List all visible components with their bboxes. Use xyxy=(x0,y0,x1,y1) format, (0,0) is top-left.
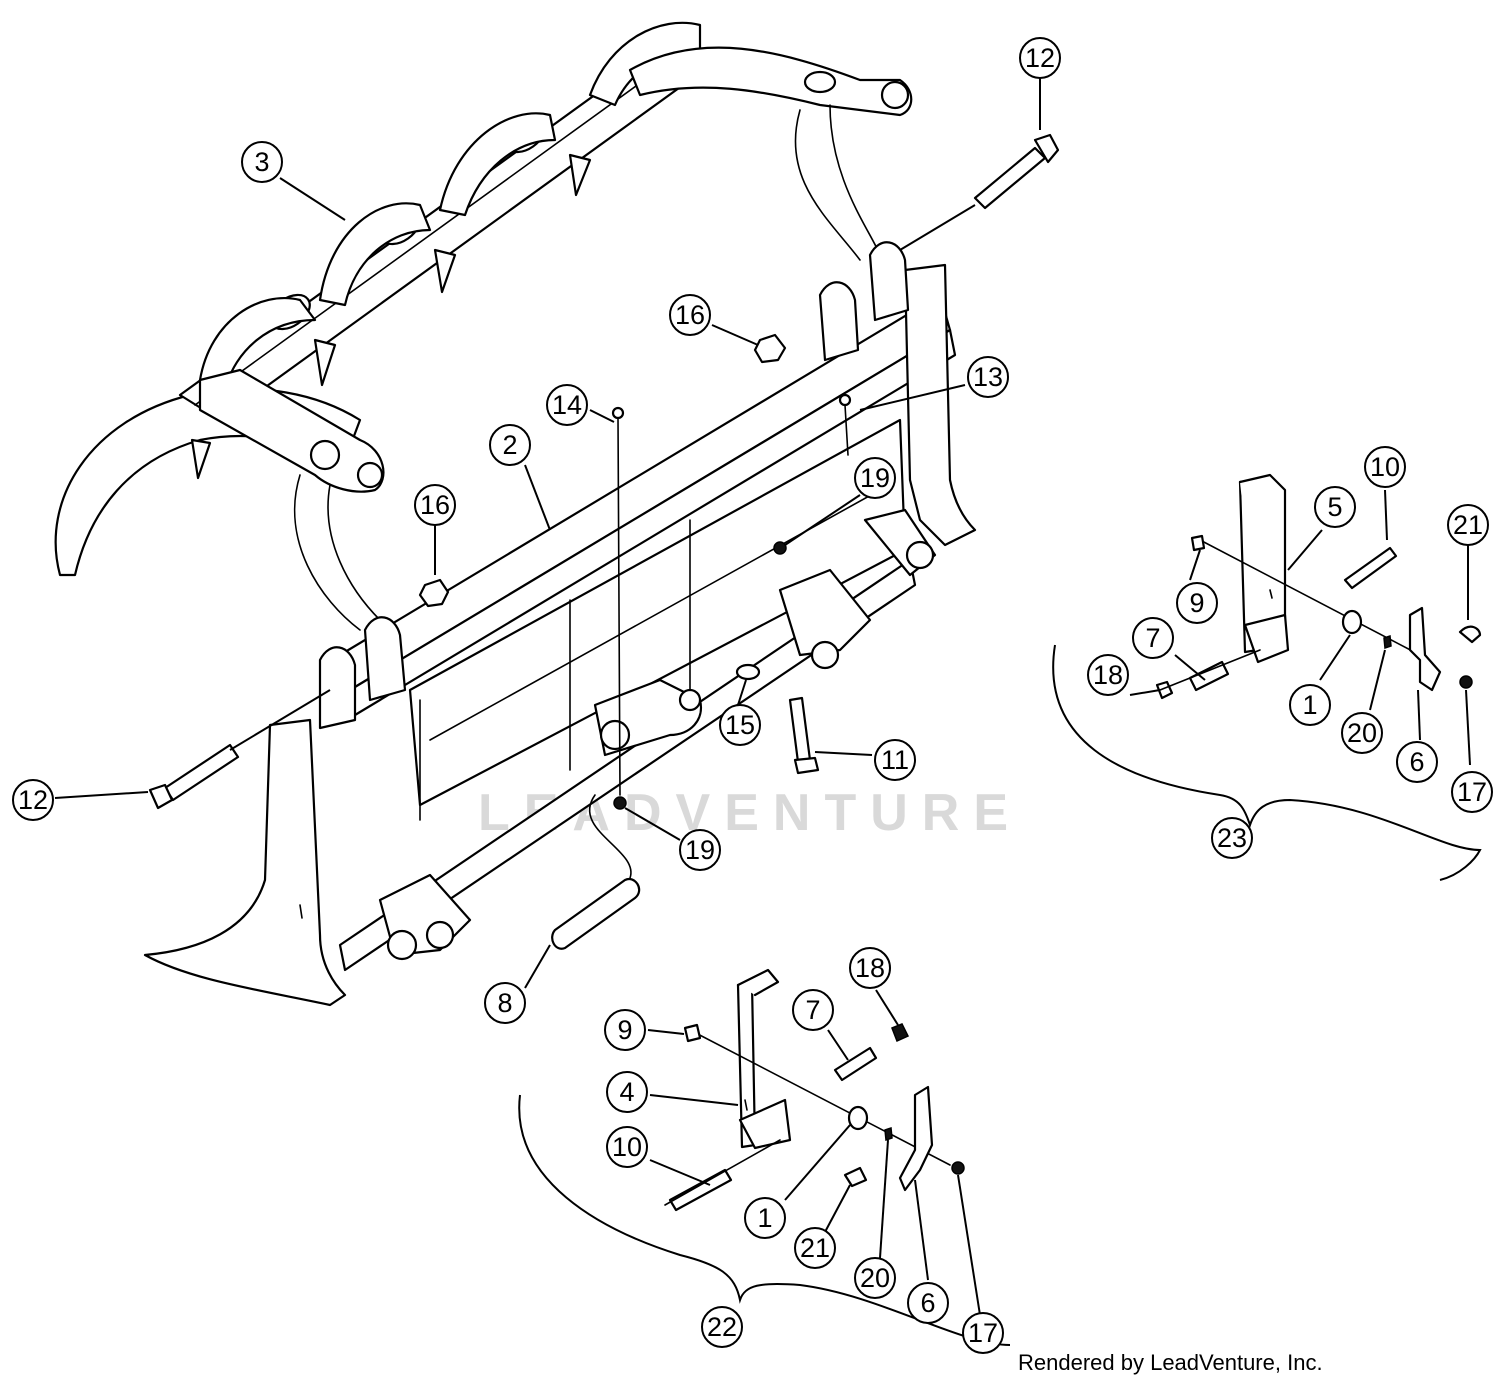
callout-10-lower: 10 xyxy=(606,1126,648,1168)
svg-text:6: 6 xyxy=(1409,747,1424,777)
callout-19-upper: 19 xyxy=(854,457,896,499)
grapple-top-arm xyxy=(54,21,913,631)
svg-text:17: 17 xyxy=(1457,777,1487,807)
callout-7-right: 7 xyxy=(1132,617,1174,659)
callout-5: 5 xyxy=(1314,486,1356,528)
callout-bubbles: 12 3 16 14 13 2 19 16 10 5 21 9 7 18 1 2… xyxy=(12,37,1493,1354)
svg-text:12: 12 xyxy=(18,785,48,815)
callout-12-left: 12 xyxy=(12,779,54,821)
svg-text:19: 19 xyxy=(860,463,890,493)
svg-text:10: 10 xyxy=(612,1132,642,1162)
callout-18-right: 18 xyxy=(1087,654,1129,696)
svg-text:14: 14 xyxy=(552,390,582,420)
callout-12-top: 12 xyxy=(1019,37,1061,79)
pin-12-upper xyxy=(973,133,1060,210)
callout-17-lower: 17 xyxy=(962,1312,1004,1354)
pin-12-lower xyxy=(148,743,240,810)
callout-2: 2 xyxy=(489,424,531,466)
pin-11 xyxy=(788,696,820,775)
callout-13: 13 xyxy=(967,356,1009,398)
assembly-22 xyxy=(664,968,965,1212)
credit-text: Rendered by LeadVenture, Inc. xyxy=(1018,1350,1323,1375)
svg-text:12: 12 xyxy=(1025,43,1055,73)
svg-text:6: 6 xyxy=(920,1288,935,1318)
svg-text:18: 18 xyxy=(855,953,885,983)
callout-21-lower: 21 xyxy=(794,1227,836,1269)
callout-1-right: 1 xyxy=(1289,684,1331,726)
callout-16-lower: 16 xyxy=(414,484,456,526)
callout-6-right: 6 xyxy=(1396,741,1438,783)
svg-text:11: 11 xyxy=(881,745,909,775)
bracket-23 xyxy=(1052,644,1482,881)
pin-8 xyxy=(551,794,641,950)
svg-text:15: 15 xyxy=(725,710,755,740)
svg-text:1: 1 xyxy=(1302,690,1317,720)
nut-19-lower xyxy=(613,796,627,810)
svg-text:7: 7 xyxy=(1145,623,1160,653)
callout-18-lower: 18 xyxy=(849,947,891,989)
pin-14 xyxy=(611,406,625,796)
callout-leaders xyxy=(54,78,1471,1316)
callout-4: 4 xyxy=(606,1071,648,1113)
svg-text:21: 21 xyxy=(800,1233,830,1263)
nut-16-upper xyxy=(753,333,787,364)
callout-9-lower: 9 xyxy=(604,1009,646,1051)
svg-text:9: 9 xyxy=(617,1015,632,1045)
svg-text:7: 7 xyxy=(805,995,820,1025)
nut-19-upper xyxy=(773,541,787,555)
callout-9-right: 9 xyxy=(1176,582,1218,624)
svg-text:5: 5 xyxy=(1327,492,1342,522)
svg-text:22: 22 xyxy=(707,1312,737,1342)
callout-11: 11 xyxy=(874,739,916,781)
svg-text:3: 3 xyxy=(254,147,269,177)
svg-text:1: 1 xyxy=(757,1203,772,1233)
svg-text:21: 21 xyxy=(1453,510,1483,540)
callout-21-right: 21 xyxy=(1447,504,1489,546)
svg-text:19: 19 xyxy=(685,835,715,865)
svg-text:18: 18 xyxy=(1093,660,1123,690)
svg-text:8: 8 xyxy=(497,988,512,1018)
callout-1-lower: 1 xyxy=(744,1197,786,1239)
callout-6-lower: 6 xyxy=(907,1282,949,1324)
callout-19-lower: 19 xyxy=(679,829,721,871)
svg-text:2: 2 xyxy=(502,430,517,460)
svg-text:17: 17 xyxy=(968,1318,998,1348)
callout-16-upper: 16 xyxy=(669,294,711,336)
callout-14: 14 xyxy=(546,384,588,426)
svg-text:13: 13 xyxy=(973,362,1003,392)
svg-text:20: 20 xyxy=(860,1263,890,1293)
svg-text:16: 16 xyxy=(420,490,450,520)
svg-text:16: 16 xyxy=(675,300,705,330)
callout-7-lower: 7 xyxy=(792,989,834,1031)
assembly-23 xyxy=(1155,473,1482,700)
pin-13 xyxy=(838,393,852,456)
callout-23: 23 xyxy=(1211,817,1253,859)
svg-text:9: 9 xyxy=(1189,588,1204,618)
svg-text:23: 23 xyxy=(1217,823,1247,853)
nut-16-lower xyxy=(418,578,450,608)
callout-3: 3 xyxy=(241,141,283,183)
callout-15: 15 xyxy=(719,704,761,746)
cap-15 xyxy=(735,663,761,681)
callout-8: 8 xyxy=(484,982,526,1024)
callout-20-lower: 20 xyxy=(854,1257,896,1299)
svg-text:4: 4 xyxy=(619,1077,634,1107)
callout-10-right: 10 xyxy=(1364,446,1406,488)
bracket-22 xyxy=(518,1094,1011,1346)
svg-text:20: 20 xyxy=(1347,718,1377,748)
callout-22: 22 xyxy=(701,1306,743,1348)
callout-17-right: 17 xyxy=(1451,771,1493,813)
callout-20-right: 20 xyxy=(1341,712,1383,754)
svg-text:10: 10 xyxy=(1370,452,1400,482)
